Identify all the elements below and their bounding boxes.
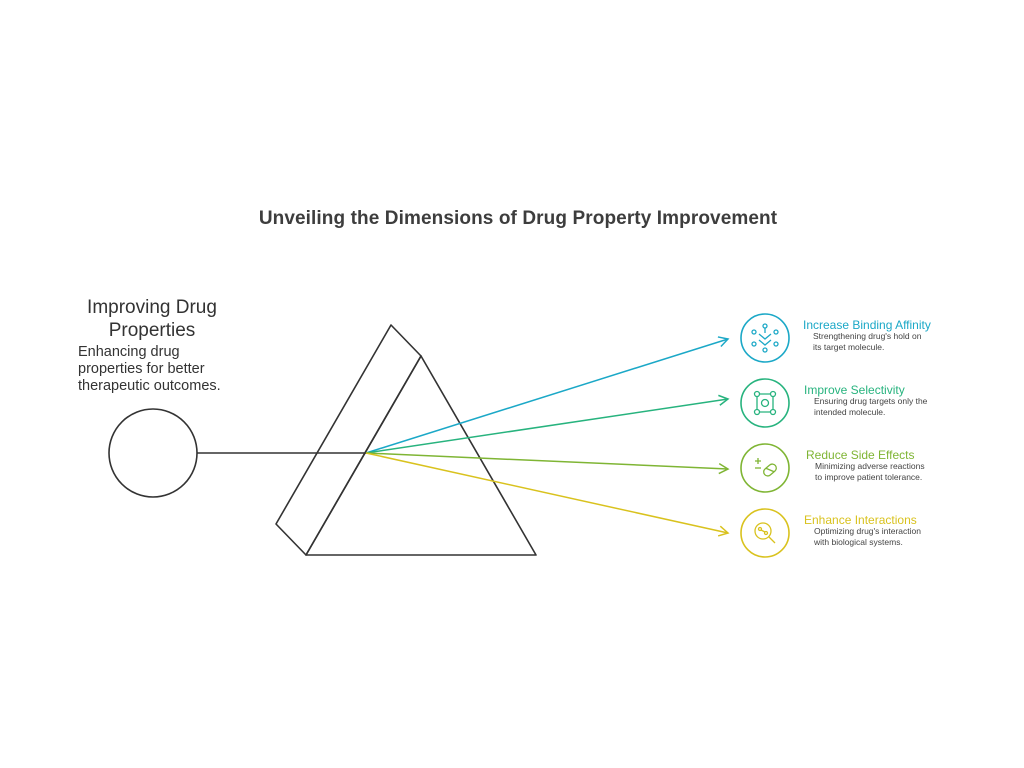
pill-plus-minus-icon [740, 443, 790, 493]
outcome-desc-line: to improve patient tolerance. [815, 471, 923, 482]
source-heading: Improving Drug Properties [72, 296, 232, 342]
source-desc-line-3: therapeutic outcomes. [78, 378, 221, 394]
prism [275, 324, 537, 556]
source-desc-line-2: properties for better [78, 361, 205, 377]
diagram-title: Unveiling the Dimensions of Drug Propert… [258, 208, 778, 229]
source-circle [108, 408, 198, 498]
ray-side-effects [365, 452, 730, 475]
ray-interactions [365, 452, 730, 537]
target-network-icon [740, 378, 790, 428]
prism-side-face [275, 324, 422, 556]
source-description: Enhancing drug properties for better the… [78, 344, 253, 395]
molecule-binding-icon [740, 313, 790, 363]
source-desc-line-1: Enhancing drug [78, 344, 180, 360]
outcome-title-selectivity: Improve Selectivity [804, 383, 905, 397]
outcome-desc-line: with biological systems. [814, 536, 903, 547]
outcome-desc-line: Minimizing adverse reactions [815, 461, 925, 471]
outcome-desc-interactions: Optimizing drug's interaction with biolo… [814, 526, 954, 547]
source-heading-line-1: Improving Drug [87, 297, 217, 318]
outcome-desc-side-effects: Minimizing adverse reactions to improve … [815, 461, 955, 482]
dispersed-rays [365, 336, 730, 537]
outcome-title-binding-affinity: Increase Binding Affinity [803, 318, 931, 332]
outcome-desc-line: Strengthening drug's hold on [813, 331, 922, 341]
ray-binding-affinity [365, 336, 730, 454]
outcome-desc-line: its target molecule. [813, 341, 885, 352]
outcome-title-side-effects: Reduce Side Effects [806, 448, 915, 462]
source-heading-line-2: Properties [108, 320, 196, 341]
outcome-title-interactions: Enhance Interactions [804, 513, 917, 527]
ray-selectivity [365, 394, 730, 454]
outcome-desc-line: Ensuring drug targets only the [814, 396, 928, 406]
outcome-desc-line: Optimizing drug's interaction [814, 526, 921, 536]
magnifier-molecule-icon [740, 508, 790, 558]
outcome-desc-binding-affinity: Strengthening drug's hold on its target … [813, 331, 953, 352]
outcome-desc-selectivity: Ensuring drug targets only the intended … [814, 396, 954, 417]
outcome-desc-line: intended molecule. [814, 406, 886, 417]
